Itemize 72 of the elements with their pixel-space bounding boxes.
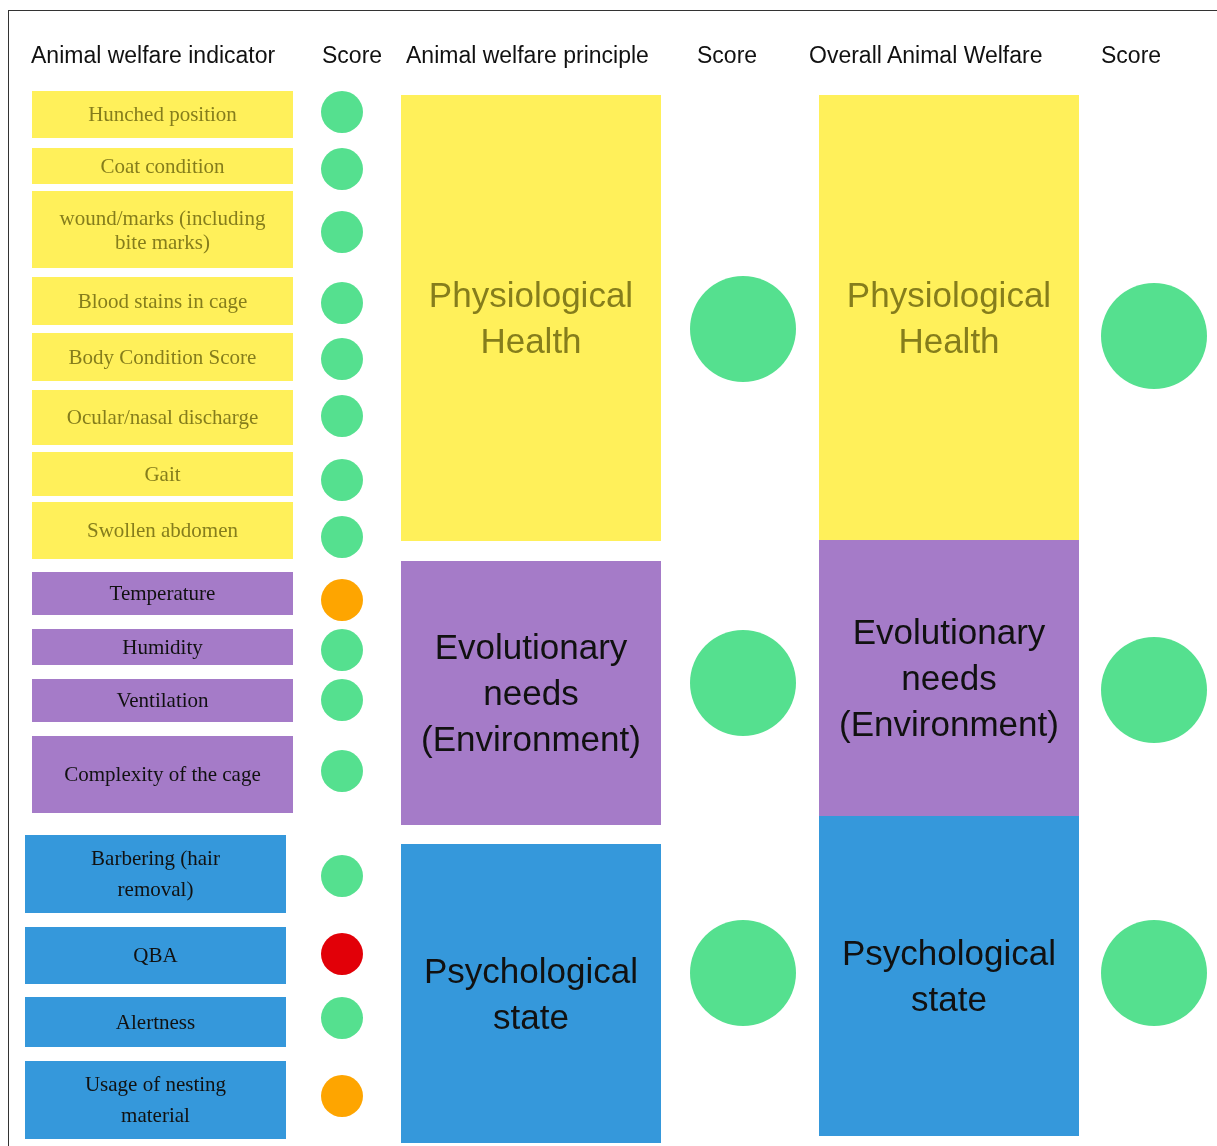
category-box xyxy=(819,95,1079,540)
column-header: Score xyxy=(697,42,758,69)
box-label: Humidity xyxy=(122,633,203,661)
indicator-box xyxy=(25,997,286,1047)
score-dot xyxy=(321,148,363,190)
box-label: Physiological Health xyxy=(427,274,635,362)
score-dot xyxy=(321,1075,363,1117)
indicator-box xyxy=(32,736,293,813)
column-header: Score xyxy=(322,42,383,69)
box-label: Usage of nesting material xyxy=(83,1071,228,1129)
score-dot xyxy=(321,516,363,558)
score-dot xyxy=(321,211,363,253)
box-label: Ocular/nasal discharge xyxy=(66,404,259,431)
box-label: Temperature xyxy=(109,580,216,607)
indicator-box xyxy=(32,91,293,138)
score-dot xyxy=(690,276,796,382)
indicator-box xyxy=(32,502,293,559)
box-label: Complexity of the cage xyxy=(64,761,261,788)
score-dot xyxy=(1101,920,1207,1026)
box-label: Swollen abdomen xyxy=(86,517,239,544)
score-dot xyxy=(321,282,363,324)
category-box xyxy=(819,540,1079,816)
column-header: Score xyxy=(1101,42,1162,69)
box-label: QBA xyxy=(133,942,178,969)
score-dot xyxy=(321,338,363,380)
box-label: Alertness xyxy=(115,1008,196,1036)
indicator-box xyxy=(25,1061,286,1139)
score-dot xyxy=(1101,637,1207,743)
indicator-box xyxy=(32,452,293,496)
box-label: Physiological Health xyxy=(845,273,1053,362)
box-label: Ventilation xyxy=(116,687,209,714)
category-box xyxy=(401,561,661,825)
indicator-box xyxy=(32,148,293,184)
category-box xyxy=(401,844,661,1143)
indicator-box xyxy=(32,679,293,722)
indicator-box xyxy=(25,835,286,913)
indicator-box xyxy=(32,572,293,615)
score-dot xyxy=(321,855,363,897)
box-label: Body Condition Score xyxy=(68,343,257,371)
box-label: Hunched position xyxy=(88,101,237,128)
box-label: wound/marks (including bite marks) xyxy=(58,205,267,254)
score-dot xyxy=(321,579,363,621)
score-dot xyxy=(321,459,363,501)
score-dot xyxy=(1101,283,1207,389)
indicator-box xyxy=(32,629,293,665)
box-label: Blood stains in cage xyxy=(77,287,248,315)
category-box xyxy=(401,95,661,541)
indicator-box xyxy=(32,390,293,445)
score-dot xyxy=(690,920,796,1026)
indicator-box xyxy=(25,927,286,984)
box-label: Psychological state xyxy=(423,949,639,1038)
score-dot xyxy=(321,933,363,975)
score-dot xyxy=(321,91,363,133)
score-dot xyxy=(321,395,363,437)
score-dot xyxy=(321,679,363,721)
indicator-box xyxy=(32,191,293,268)
score-dot xyxy=(321,629,363,671)
indicator-box xyxy=(32,277,293,325)
box-label: Evolutionary needs (Environment) xyxy=(838,611,1060,745)
score-dot xyxy=(690,630,796,736)
box-label: Gait xyxy=(144,460,181,488)
score-dot xyxy=(321,750,363,792)
column-header: Animal welfare indicator xyxy=(31,42,276,69)
score-dot xyxy=(321,997,363,1039)
box-label: Coat condition xyxy=(100,152,225,180)
category-box xyxy=(819,816,1079,1136)
box-label: Barbering (hair removal) xyxy=(90,845,221,903)
box-label: Evolutionary needs (Environment) xyxy=(420,626,642,760)
column-header: Overall Animal Welfare xyxy=(809,42,1043,69)
indicator-box xyxy=(32,333,293,381)
box-label: Psychological state xyxy=(841,932,1057,1020)
column-header: Animal welfare principle xyxy=(406,42,649,69)
